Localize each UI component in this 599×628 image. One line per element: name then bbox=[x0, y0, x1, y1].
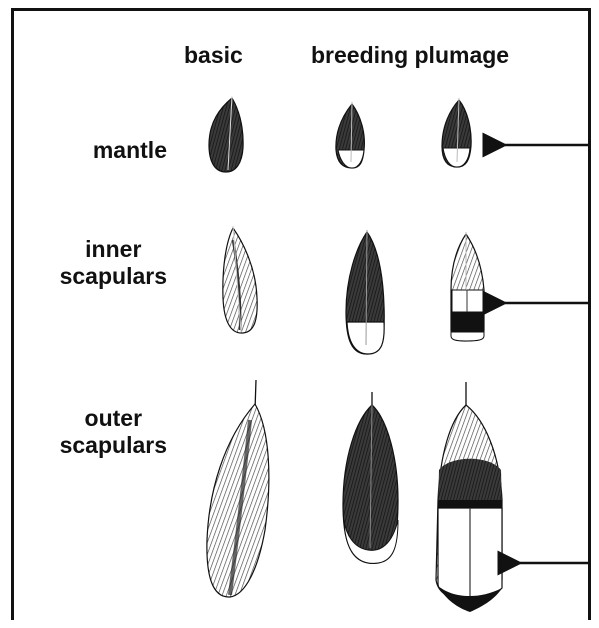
feather-mantle-breeding-1 bbox=[336, 102, 364, 168]
feather-mantle-breeding-2 bbox=[442, 98, 471, 167]
feather-inner-scapular-basic bbox=[223, 226, 257, 333]
feather-outer-scapular-breeding-2 bbox=[436, 382, 502, 612]
feather-mantle-basic bbox=[209, 96, 243, 172]
feather-inner-scapular-breeding-1 bbox=[346, 230, 384, 354]
feather-outer-scapular-basic bbox=[207, 380, 269, 597]
feather-outer-scapular-breeding-1 bbox=[343, 392, 398, 563]
feather-inner-scapular-breeding-2 bbox=[451, 232, 484, 341]
